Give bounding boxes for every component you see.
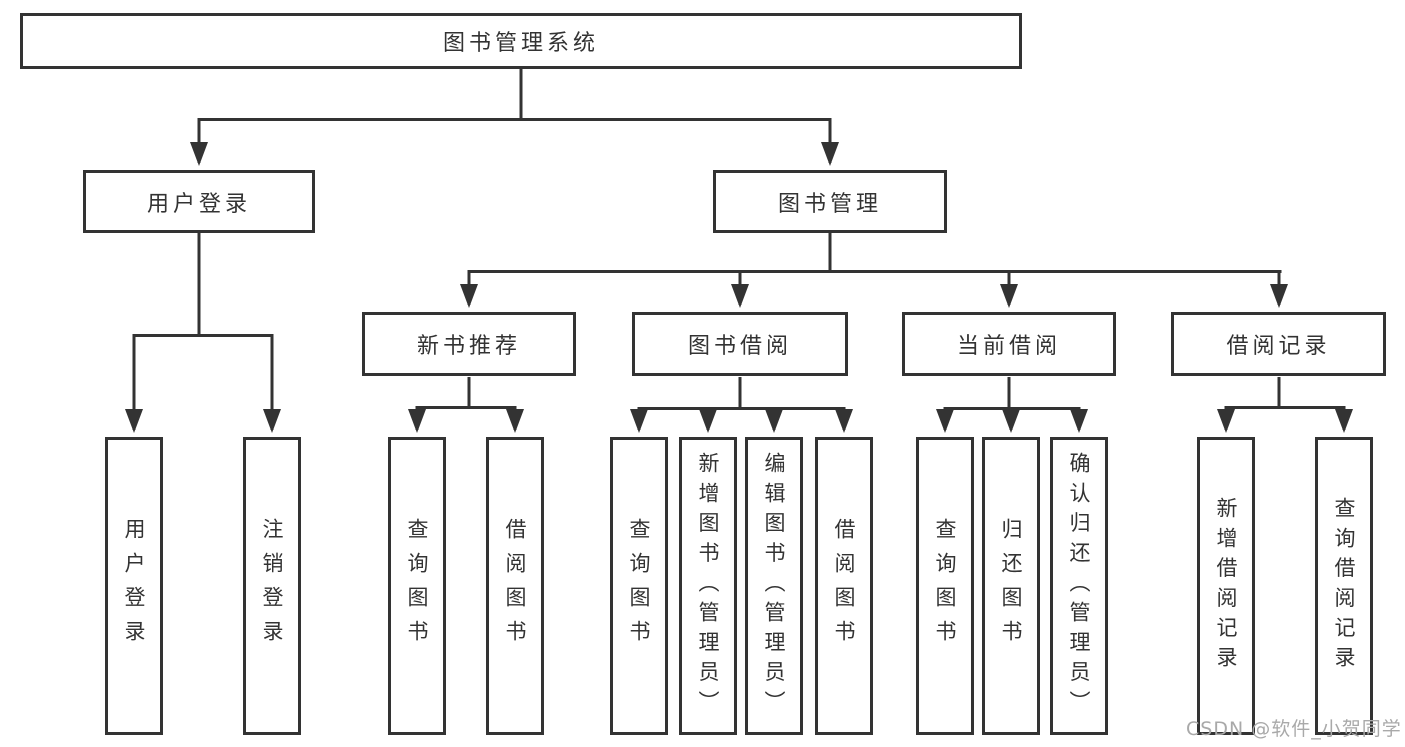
node-leaf-query-borrow-record: 查询借阅记录 — [1315, 437, 1373, 735]
node-leaf-borrow-books-recommend: 借阅图书 — [486, 437, 544, 735]
node-label: 当前借阅 — [956, 334, 1061, 359]
node-leaf-borrow-books-borrow: 借阅图书 — [815, 437, 873, 735]
node-book-management: 图书管理 — [713, 170, 947, 233]
node-label: 借阅图书 — [832, 517, 856, 655]
node-user-login: 用户登录 — [83, 170, 315, 233]
node-label: 查询图书 — [405, 517, 429, 655]
node-label: 图书借阅 — [687, 334, 792, 359]
node-leaf-add-books-admin: 新增图书（管理员） — [679, 437, 737, 735]
node-label: 归还图书 — [999, 517, 1023, 655]
node-label: 新增图书（管理员） — [696, 451, 720, 721]
node-label: 新书推荐 — [416, 334, 521, 359]
node-leaf-query-books-borrow: 查询图书 — [610, 437, 668, 735]
node-label: 注销登录 — [260, 517, 284, 655]
node-root: 图书管理系统 — [20, 13, 1022, 69]
node-label: 借阅图书 — [503, 517, 527, 655]
node-current-borrowing: 当前借阅 — [902, 312, 1116, 376]
node-book-borrowing: 图书借阅 — [632, 312, 848, 376]
node-label: 查询图书 — [933, 517, 957, 655]
node-new-book-recommend: 新书推荐 — [362, 312, 576, 376]
node-leaf-user-login: 用户登录 — [105, 437, 163, 735]
node-borrowing-records: 借阅记录 — [1171, 312, 1386, 376]
node-label: 借阅记录 — [1226, 334, 1331, 359]
node-label: 图书管理 — [777, 191, 882, 217]
node-label: 用户登录 — [146, 191, 251, 217]
node-leaf-edit-books-admin: 编辑图书（管理员） — [745, 437, 803, 735]
node-label: 查询图书 — [627, 517, 651, 655]
node-label: 编辑图书（管理员） — [762, 451, 786, 721]
node-label: 图书管理系统 — [442, 31, 599, 56]
node-label: 用户登录 — [122, 517, 146, 655]
node-leaf-query-books-recommend: 查询图书 — [388, 437, 446, 735]
node-leaf-return-books: 归还图书 — [982, 437, 1040, 735]
node-label: 新增借阅记录 — [1214, 496, 1238, 676]
node-label: 确认归还（管理员） — [1067, 451, 1091, 721]
node-label: 查询借阅记录 — [1332, 496, 1356, 676]
csdn-watermark: CSDN @软件_小贺同学 — [1186, 718, 1402, 740]
node-leaf-query-books-current: 查询图书 — [916, 437, 974, 735]
node-leaf-add-borrow-record: 新增借阅记录 — [1197, 437, 1255, 735]
node-leaf-logout: 注销登录 — [243, 437, 301, 735]
node-leaf-confirm-return-admin: 确认归还（管理员） — [1050, 437, 1108, 735]
